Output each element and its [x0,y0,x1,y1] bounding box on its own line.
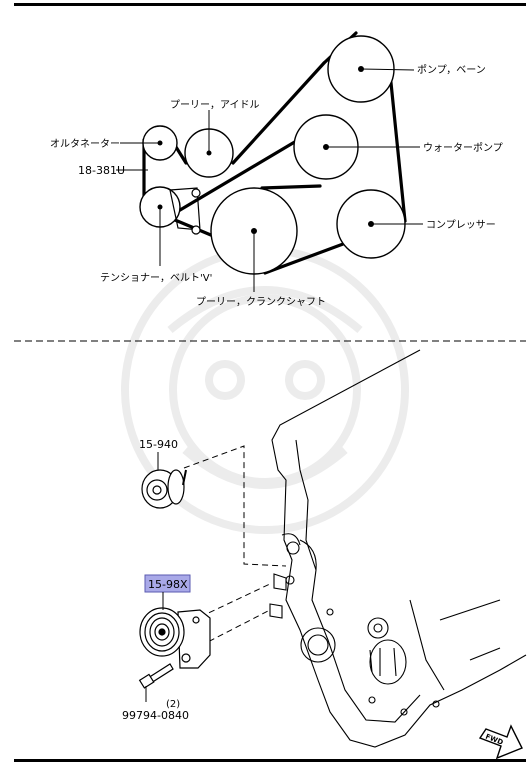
bottom-border [14,759,526,762]
label-belt-part-number: 18-381U [78,164,125,177]
front-direction-arrow-icon: FWD [478,724,523,760]
leader-lines [116,68,423,292]
tensioner-assembly-part [139,607,211,669]
label-idler-part-number: 15-940 [139,438,178,451]
belt-routing-diagram: ポンプ，ベーン プーリー，アイドル オルタネーター ウォーターポンプ 18-38… [50,31,503,308]
tensioner-part-highlight [144,574,191,593]
exploded-view: 15-940 15-98X (2) 99794-0840 FWD [122,349,527,760]
label-power-steering-pump: ポンプ，ベーン [417,64,486,76]
label-bolt-part-number: 99794-0840 [122,709,189,722]
tensioner-bracket [169,187,201,235]
bolt-part [138,663,174,689]
top-border [14,3,526,6]
label-idler-pulley: プーリー，アイドル [170,99,260,111]
label-water-pump: ウォーターポンプ [423,142,503,154]
idler-pulley-part [141,469,187,509]
label-tensioner: テンショナー，ベルト'V' [100,272,212,284]
label-tensioner-part-number: 15-98X [148,578,188,591]
label-compressor: コンプレッサー [426,219,496,231]
alignment-lines [183,445,287,647]
label-crank-pulley: プーリー，クランクシャフト [196,296,326,308]
engine-front-cover [269,349,527,748]
label-alternator: オルタネーター [50,138,120,150]
label-bolt-quantity: (2) [166,699,180,710]
